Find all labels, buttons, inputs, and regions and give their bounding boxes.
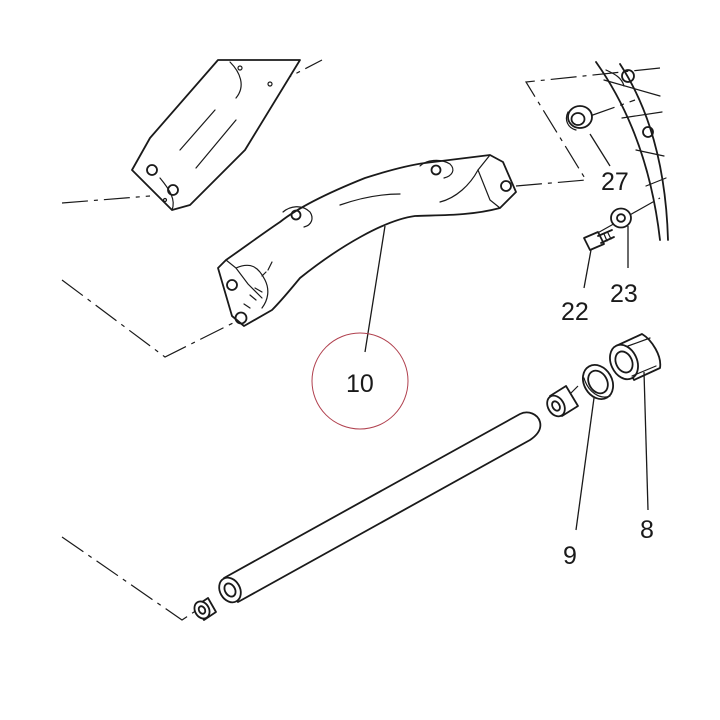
axle-shaft	[218, 411, 542, 604]
callout-labels: 10 27 23 22 9 8	[346, 168, 654, 570]
wheel-disc-fragment	[595, 61, 669, 241]
callout-8[interactable]: 8	[640, 516, 654, 544]
callout-10-highlight-circle[interactable]	[311, 332, 409, 430]
spacer-left	[193, 597, 217, 621]
leader-lines	[364, 133, 649, 531]
upper-fork-leg	[131, 59, 301, 211]
part-8-needle-bearing	[609, 333, 662, 381]
part-22-bolt	[583, 229, 615, 251]
part-27-bushing	[565, 105, 593, 131]
callout-27[interactable]: 27	[601, 168, 629, 196]
part-23-washer	[610, 207, 632, 229]
part-9-seal-ring	[582, 364, 614, 400]
callout-23[interactable]: 23	[610, 280, 638, 308]
callout-22[interactable]: 22	[561, 298, 589, 326]
part-10-swing-arm	[217, 154, 517, 327]
assembly-guide-lines	[61, 59, 661, 621]
callout-9[interactable]: 9	[563, 542, 577, 570]
collar-sleeve	[546, 385, 579, 418]
callout-10[interactable]: 10	[346, 370, 374, 398]
